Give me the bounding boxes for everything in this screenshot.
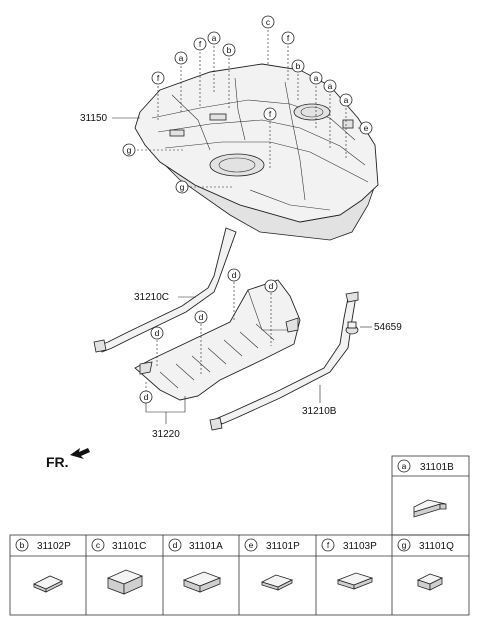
bracket-callout: 54659 <box>374 322 402 333</box>
pad-b-icon <box>33 575 63 593</box>
legend-cell-g: g 31101Q <box>397 538 454 591</box>
marker-letter: b <box>227 45 232 55</box>
marker-a-1: a <box>207 31 221 45</box>
legend-part-number: 31101B <box>420 462 454 473</box>
marker-letter: c <box>266 17 271 27</box>
marker-b-1: b <box>222 43 236 57</box>
strap-right-callout: 31210B <box>302 406 337 417</box>
marker-letter: a <box>179 53 184 63</box>
heat-shield-callout: 31220 <box>152 429 180 440</box>
marker-letter: a <box>314 73 319 83</box>
legend-letter: e <box>249 540 254 550</box>
legend-letter: b <box>20 540 25 550</box>
marker-d-4: d <box>150 326 164 340</box>
legend-letter: a <box>402 461 407 471</box>
heat-shield-bracket-lines <box>145 396 186 424</box>
marker-letter: f <box>269 109 272 119</box>
marker-letter: g <box>127 145 132 155</box>
legend-cell-a: a 31101B <box>397 459 454 518</box>
marker-letter: a <box>344 95 349 105</box>
legend-table <box>9 455 470 616</box>
marker-letter: d <box>232 270 237 280</box>
pad-g-icon <box>416 573 444 591</box>
pad-f-icon <box>336 572 374 590</box>
marker-e: e <box>359 121 373 135</box>
marker-d-3: d <box>194 310 208 324</box>
marker-letter: d <box>144 392 149 402</box>
marker-letter: a <box>328 81 333 91</box>
legend-part-number: 31101C <box>112 541 146 552</box>
marker-a-3: a <box>309 71 323 85</box>
legend-letter: c <box>96 540 101 550</box>
marker-g-2: g <box>175 180 189 194</box>
pad-d-icon <box>182 571 222 593</box>
marker-d-2: d <box>264 279 278 293</box>
legend-part-number: 31101Q <box>419 541 454 552</box>
marker-letter: g <box>180 182 185 192</box>
marker-f-1: f <box>193 37 207 51</box>
legend-cell-b: b 31102P <box>15 538 71 593</box>
pad-e-icon <box>260 574 294 591</box>
marker-letter: f <box>157 73 160 83</box>
front-arrow-icon <box>70 448 90 459</box>
marker-a-5: a <box>339 93 353 107</box>
marker-letter: f <box>287 33 290 43</box>
marker-f-3: f <box>151 71 165 85</box>
marker-f-2: f <box>281 31 295 45</box>
marker-letter: b <box>296 61 301 71</box>
bracket-illustration <box>345 321 359 335</box>
front-label: FR. <box>46 454 69 470</box>
marker-b-2: b <box>291 59 305 73</box>
strap-left-illustration <box>93 227 237 353</box>
fuel-tank-illustration <box>134 63 379 241</box>
marker-c-top: c <box>261 15 275 29</box>
legend-letter: d <box>173 540 178 550</box>
heat-shield-markers: d d d d d <box>139 268 278 404</box>
marker-d-1: d <box>227 268 241 282</box>
strap-left-callout: 31210C <box>134 292 169 303</box>
tank-markers: c f a b f a f b a a a e f g g <box>122 15 373 194</box>
legend-letter: g <box>402 540 407 550</box>
legend-part-number: 31103P <box>343 541 377 552</box>
marker-a-2: a <box>174 51 188 65</box>
legend-letter: f <box>327 540 330 550</box>
fuel-tank-callout: 31150 <box>80 113 108 124</box>
legend-cell-f: f 31103P <box>321 538 377 590</box>
pad-a-icon <box>413 499 447 518</box>
marker-letter: e <box>364 123 369 133</box>
legend-cell-d: d 31101A <box>168 538 223 593</box>
legend-cell-e: e 31101P <box>244 538 300 591</box>
marker-d-5: d <box>139 390 153 404</box>
legend-cell-c: c 31101C <box>91 538 146 595</box>
heat-shield-illustration <box>134 279 301 401</box>
marker-g-1: g <box>122 143 136 157</box>
legend-part-number: 31101A <box>189 541 223 552</box>
legend-part-number: 31101P <box>266 541 300 552</box>
marker-letter: d <box>199 312 204 322</box>
legend-part-number: 31102P <box>37 541 71 552</box>
marker-letter: f <box>199 39 202 49</box>
marker-letter: a <box>212 33 217 43</box>
marker-f-4: f <box>263 107 277 121</box>
marker-a-4: a <box>323 79 337 93</box>
marker-letter: d <box>269 281 274 291</box>
marker-letter: d <box>155 328 160 338</box>
pad-c-icon <box>106 569 144 595</box>
